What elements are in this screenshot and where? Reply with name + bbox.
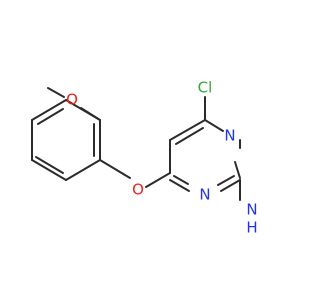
bond-pyr-5-inner (217, 175, 235, 186)
bond-pyr-4 (234, 161, 241, 179)
atom-o-methoxy: O (66, 91, 78, 109)
bond-pyr-6-inner (173, 175, 189, 185)
bond-benzene-o-ether (99, 159, 131, 179)
bond-benzene-6 (65, 99, 101, 121)
atom-cl: Cl (198, 79, 213, 97)
bonds (31, 87, 241, 201)
bond-pyr-2 (169, 119, 206, 141)
bond-benzene-3-inner (35, 156, 64, 174)
atom-nh2-n: N (246, 201, 257, 219)
bond-benzene-5-inner (37, 108, 64, 125)
atom-n-top: N (224, 127, 235, 145)
bond-pyr-6 (169, 179, 190, 192)
bond-pyr-3 (204, 119, 224, 132)
bond-o-pyrimidine (145, 172, 171, 188)
atom-o-ether: O (132, 181, 144, 199)
atom-n-bottom: N (199, 186, 210, 204)
bond-pyr-2-inner (175, 127, 204, 145)
atom-nh2-h: H (246, 219, 257, 237)
atom-labels: O O Cl N N N H (66, 79, 258, 237)
bond-methyl-o (47, 87, 65, 98)
molecule-structure: O O Cl N N N H (31, 79, 258, 237)
bond-benzene-5 (31, 99, 67, 121)
bond-benzene-3 (31, 159, 67, 181)
bond-benzene-2 (65, 159, 101, 181)
bond-pyr-5 (220, 179, 241, 192)
